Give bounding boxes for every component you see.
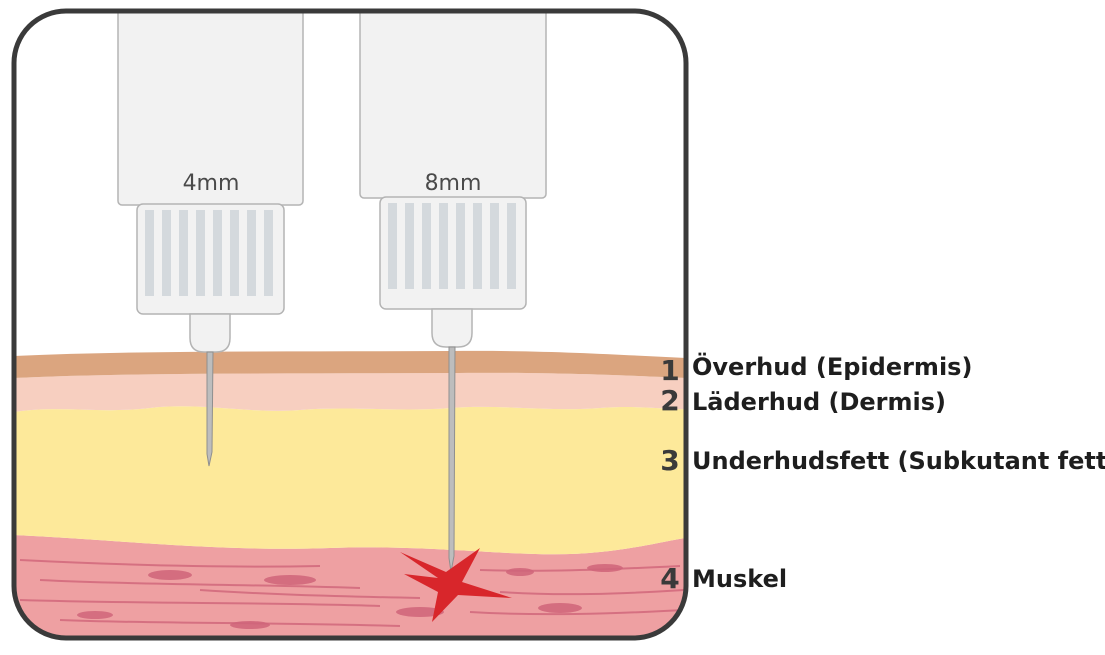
muscle-fibers: [19, 559, 685, 627]
needle-hub: [431, 308, 473, 348]
layer-number: 1: [660, 354, 679, 387]
intramuscular-injection-mark: [400, 548, 512, 622]
layer-legend: 1 Överhud (Epidermis) 2 Läderhud (Dermis…: [660, 351, 1105, 595]
pen-grip: [379, 196, 527, 310]
needle-length-label: 8mm: [425, 171, 482, 196]
subcutaneous-fat-layer: [14, 406, 686, 555]
layer-label-muscle: 4 Muskel: [660, 562, 787, 595]
layer-name: Överhud (Epidermis): [692, 351, 972, 381]
pen-grip-ridges: [145, 210, 273, 296]
needle-length-label: 4mm: [183, 171, 240, 196]
dermis-layer: [14, 372, 686, 412]
layer-number: 4: [660, 562, 679, 595]
pen-8mm: 8mm: [359, 11, 547, 573]
needle-hub: [189, 313, 231, 353]
layer-number: 3: [660, 444, 679, 477]
diagram-panel: 4mm 8mm: [14, 11, 686, 638]
diagram-frame: [11, 8, 689, 641]
layer-label-epidermis: 1 Överhud (Epidermis): [660, 351, 972, 387]
needle: [448, 346, 456, 573]
pen-grip: [136, 203, 285, 315]
pen-body: [359, 11, 547, 199]
layer-name: Muskel: [692, 565, 787, 593]
pen-grip-ridges: [388, 203, 516, 289]
layer-label-dermis: 2 Läderhud (Dermis): [660, 384, 946, 417]
layer-label-subcutaneous-fat: 3 Underhudsfett (Subkutant fett): [660, 444, 1105, 477]
layer-name: Underhudsfett (Subkutant fett): [692, 447, 1105, 475]
muscle-fiber-spots: [77, 564, 623, 629]
needle: [206, 351, 214, 467]
layer-name: Läderhud (Dermis): [692, 388, 946, 416]
epidermis-layer: [14, 350, 686, 378]
layer-number: 2: [660, 384, 679, 417]
pen-4mm: 4mm: [117, 11, 304, 467]
